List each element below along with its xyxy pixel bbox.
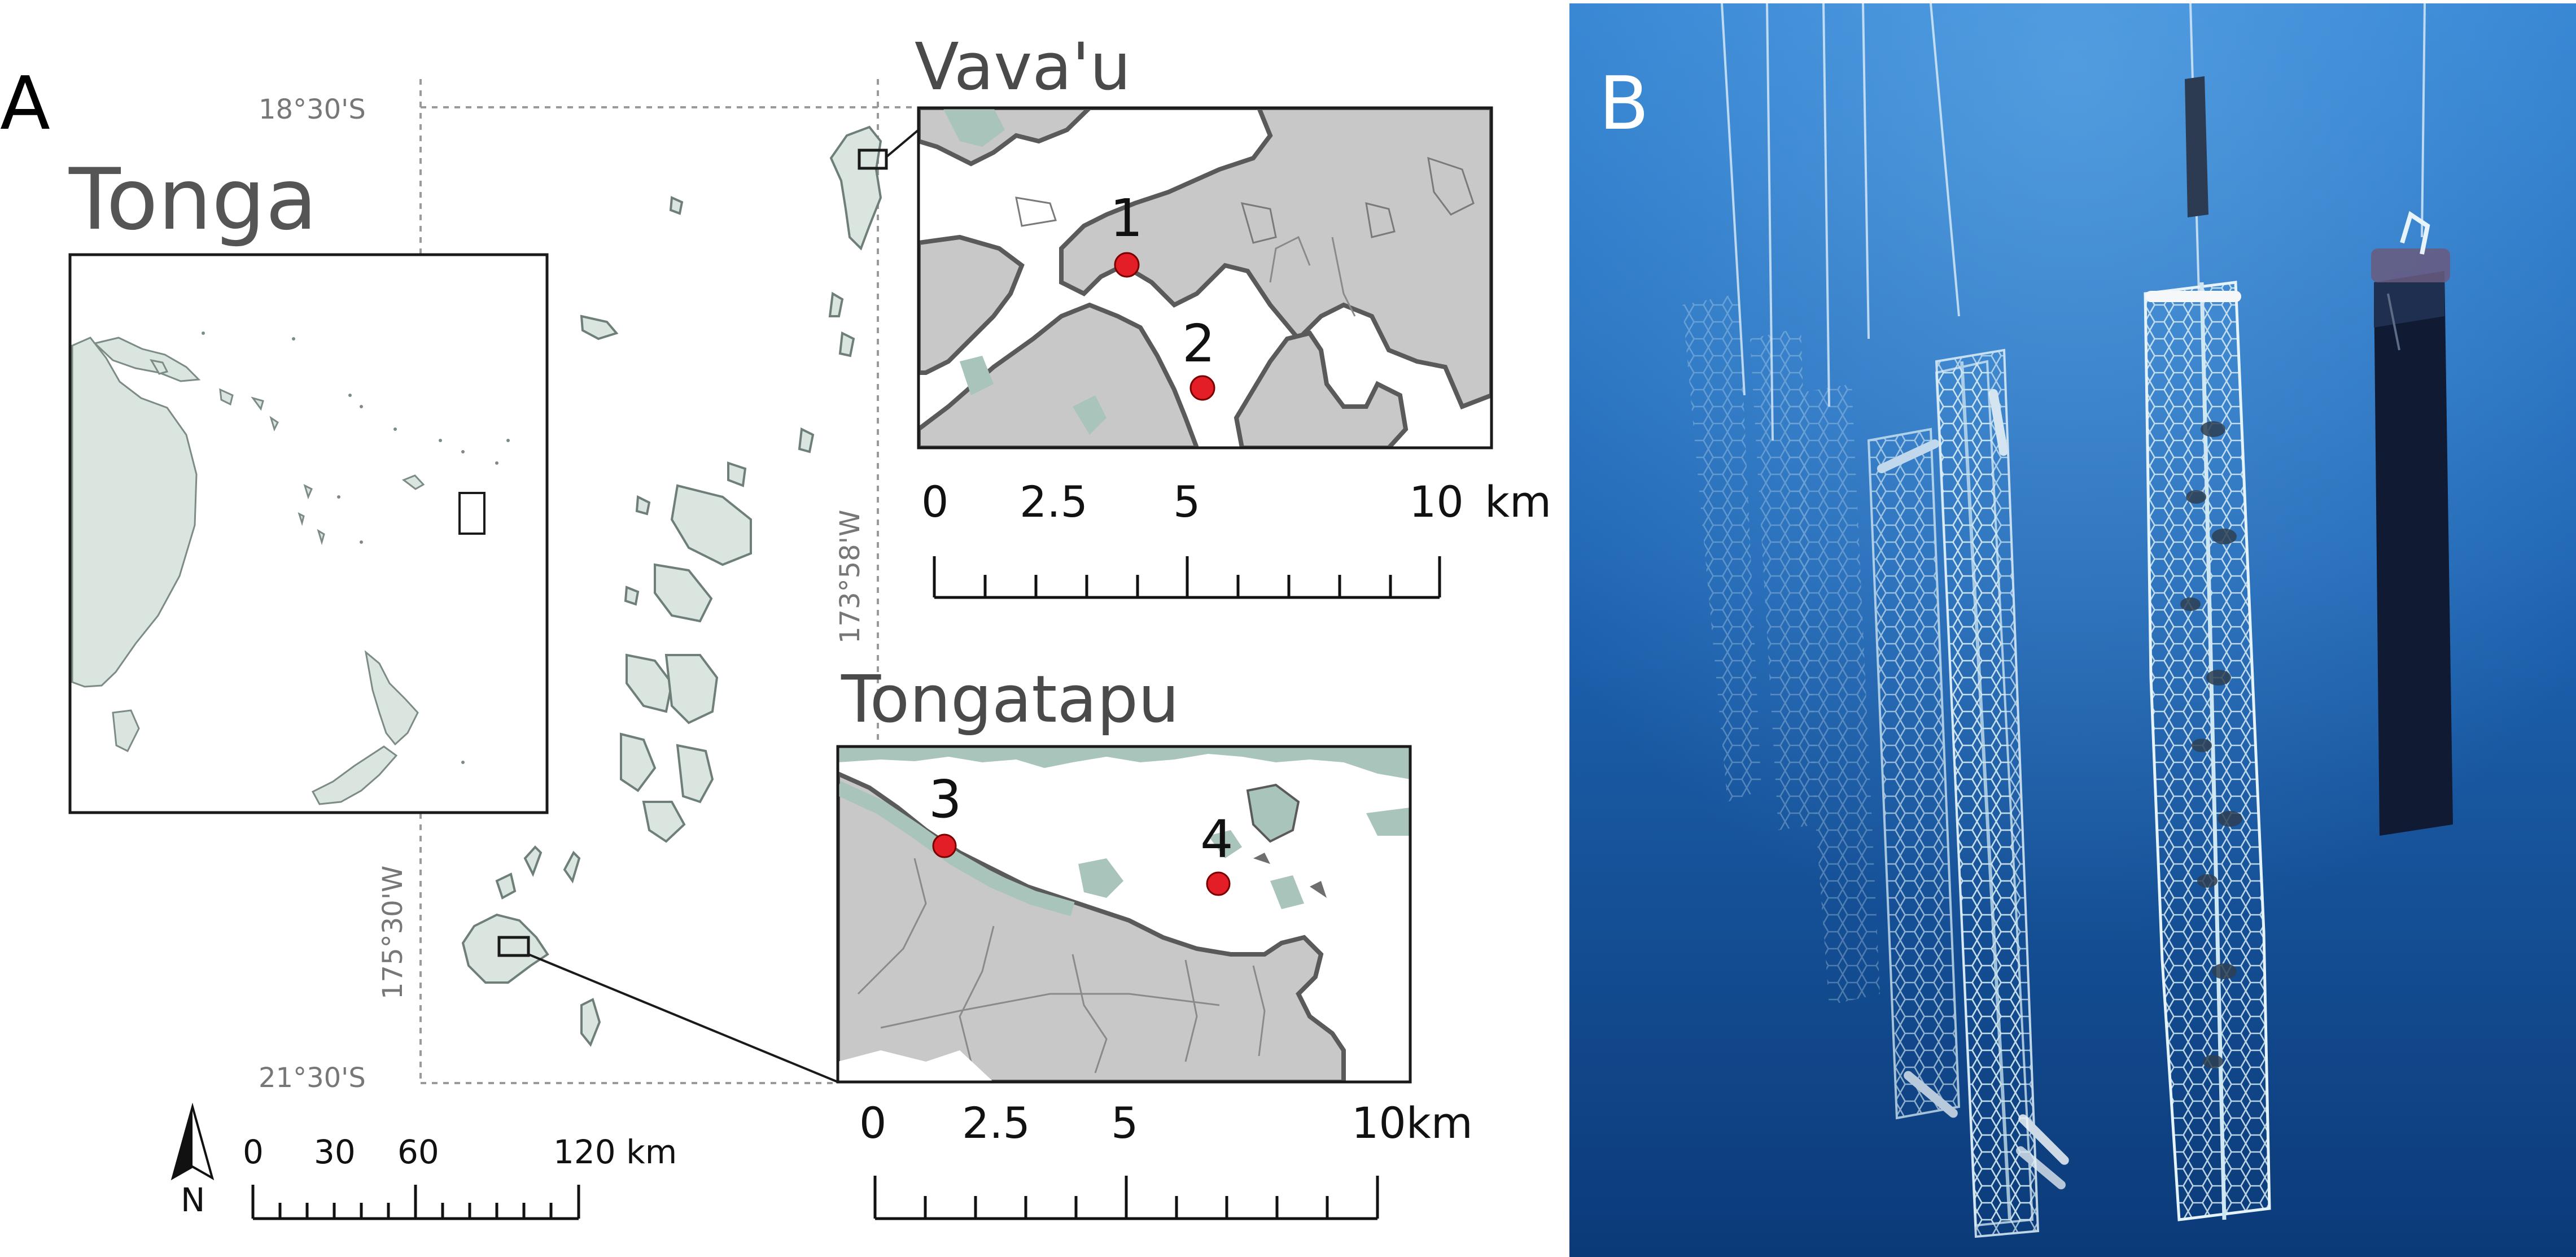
panel-b-letter: B xyxy=(1599,60,1649,146)
map-title: Tonga xyxy=(68,151,317,249)
tasmania-shape xyxy=(112,709,140,753)
site-label-1: 1 xyxy=(1110,188,1143,248)
new-zealand-north-shape xyxy=(364,650,419,746)
main-scale-bar: 0 30 60 120 km xyxy=(243,1133,677,1220)
tonga-locator-box xyxy=(458,492,486,535)
australia-shape xyxy=(71,337,198,688)
main-scale-label-0: 0 xyxy=(243,1133,264,1171)
north-label: N xyxy=(181,1181,205,1219)
main-scale-label-60: 60 xyxy=(397,1133,439,1171)
panel-a: A Tonga 18°30'S 21°30'S 175°30'W 173°58'… xyxy=(0,29,1551,1220)
vavau-scale-label-0: 0 xyxy=(921,477,948,527)
vavau-scale-unit: km xyxy=(1485,477,1551,527)
site-label-3: 3 xyxy=(929,769,962,830)
lon-label-right: 173°58'W xyxy=(834,510,866,644)
vavau-scale-label-2-5: 2.5 xyxy=(1020,477,1088,527)
background-cages xyxy=(1682,294,1880,1005)
tongatapu-scale-label-10: 10km xyxy=(1352,1098,1473,1148)
site-marker-2 xyxy=(1189,375,1215,401)
site-marker-3 xyxy=(932,833,957,858)
main-scale-label-30: 30 xyxy=(314,1133,356,1171)
vavau-locator-box xyxy=(858,149,888,170)
tonga-islands xyxy=(461,125,882,1047)
panel-a-letter: A xyxy=(0,60,50,146)
site-label-2: 2 xyxy=(1182,313,1215,374)
new-zealand-south-shape xyxy=(311,745,398,805)
tongatapu-scale-label-5: 5 xyxy=(1111,1098,1138,1148)
vavau-scale-label-5: 5 xyxy=(1173,477,1200,527)
oyster-cage-left xyxy=(1935,348,2069,1238)
tongatapu-locator-box xyxy=(497,936,530,957)
panel-b-photo: B xyxy=(1569,3,2576,1257)
site-marker-1 xyxy=(1114,252,1140,278)
data-logger xyxy=(2371,211,2453,836)
new-guinea-shape xyxy=(93,337,201,382)
vavau-scale-label-10: 10 xyxy=(1409,477,1464,527)
site-label-4: 4 xyxy=(1200,809,1234,870)
tongatapu-scale-bar: 0 2.5 5 10km xyxy=(859,1098,1473,1220)
main-scale-label-120: 120 km xyxy=(553,1133,677,1171)
tongatapu-title: Tongatapu xyxy=(841,662,1179,737)
tongatapu-scale-label-2-5: 2.5 xyxy=(962,1098,1030,1148)
vavau-inset: 1 2 xyxy=(917,106,1493,449)
overview-inset xyxy=(68,253,549,814)
tongatapu-scale-label-0: 0 xyxy=(859,1098,886,1148)
lat-label-bottom: 21°30'S xyxy=(259,1062,366,1094)
tongatapu-inset: 3 4 xyxy=(836,745,1412,1084)
vavau-title: Vava'u xyxy=(915,29,1131,105)
oyster-cage-main xyxy=(2144,76,2271,1221)
site-marker-4 xyxy=(1206,871,1231,896)
lat-label-top: 18°30'S xyxy=(259,94,366,125)
vavau-scale-bar: 0 2.5 5 10 km xyxy=(921,477,1551,599)
north-arrow-icon: N xyxy=(170,1102,215,1219)
lon-label-left: 175°30'W xyxy=(377,866,409,1000)
